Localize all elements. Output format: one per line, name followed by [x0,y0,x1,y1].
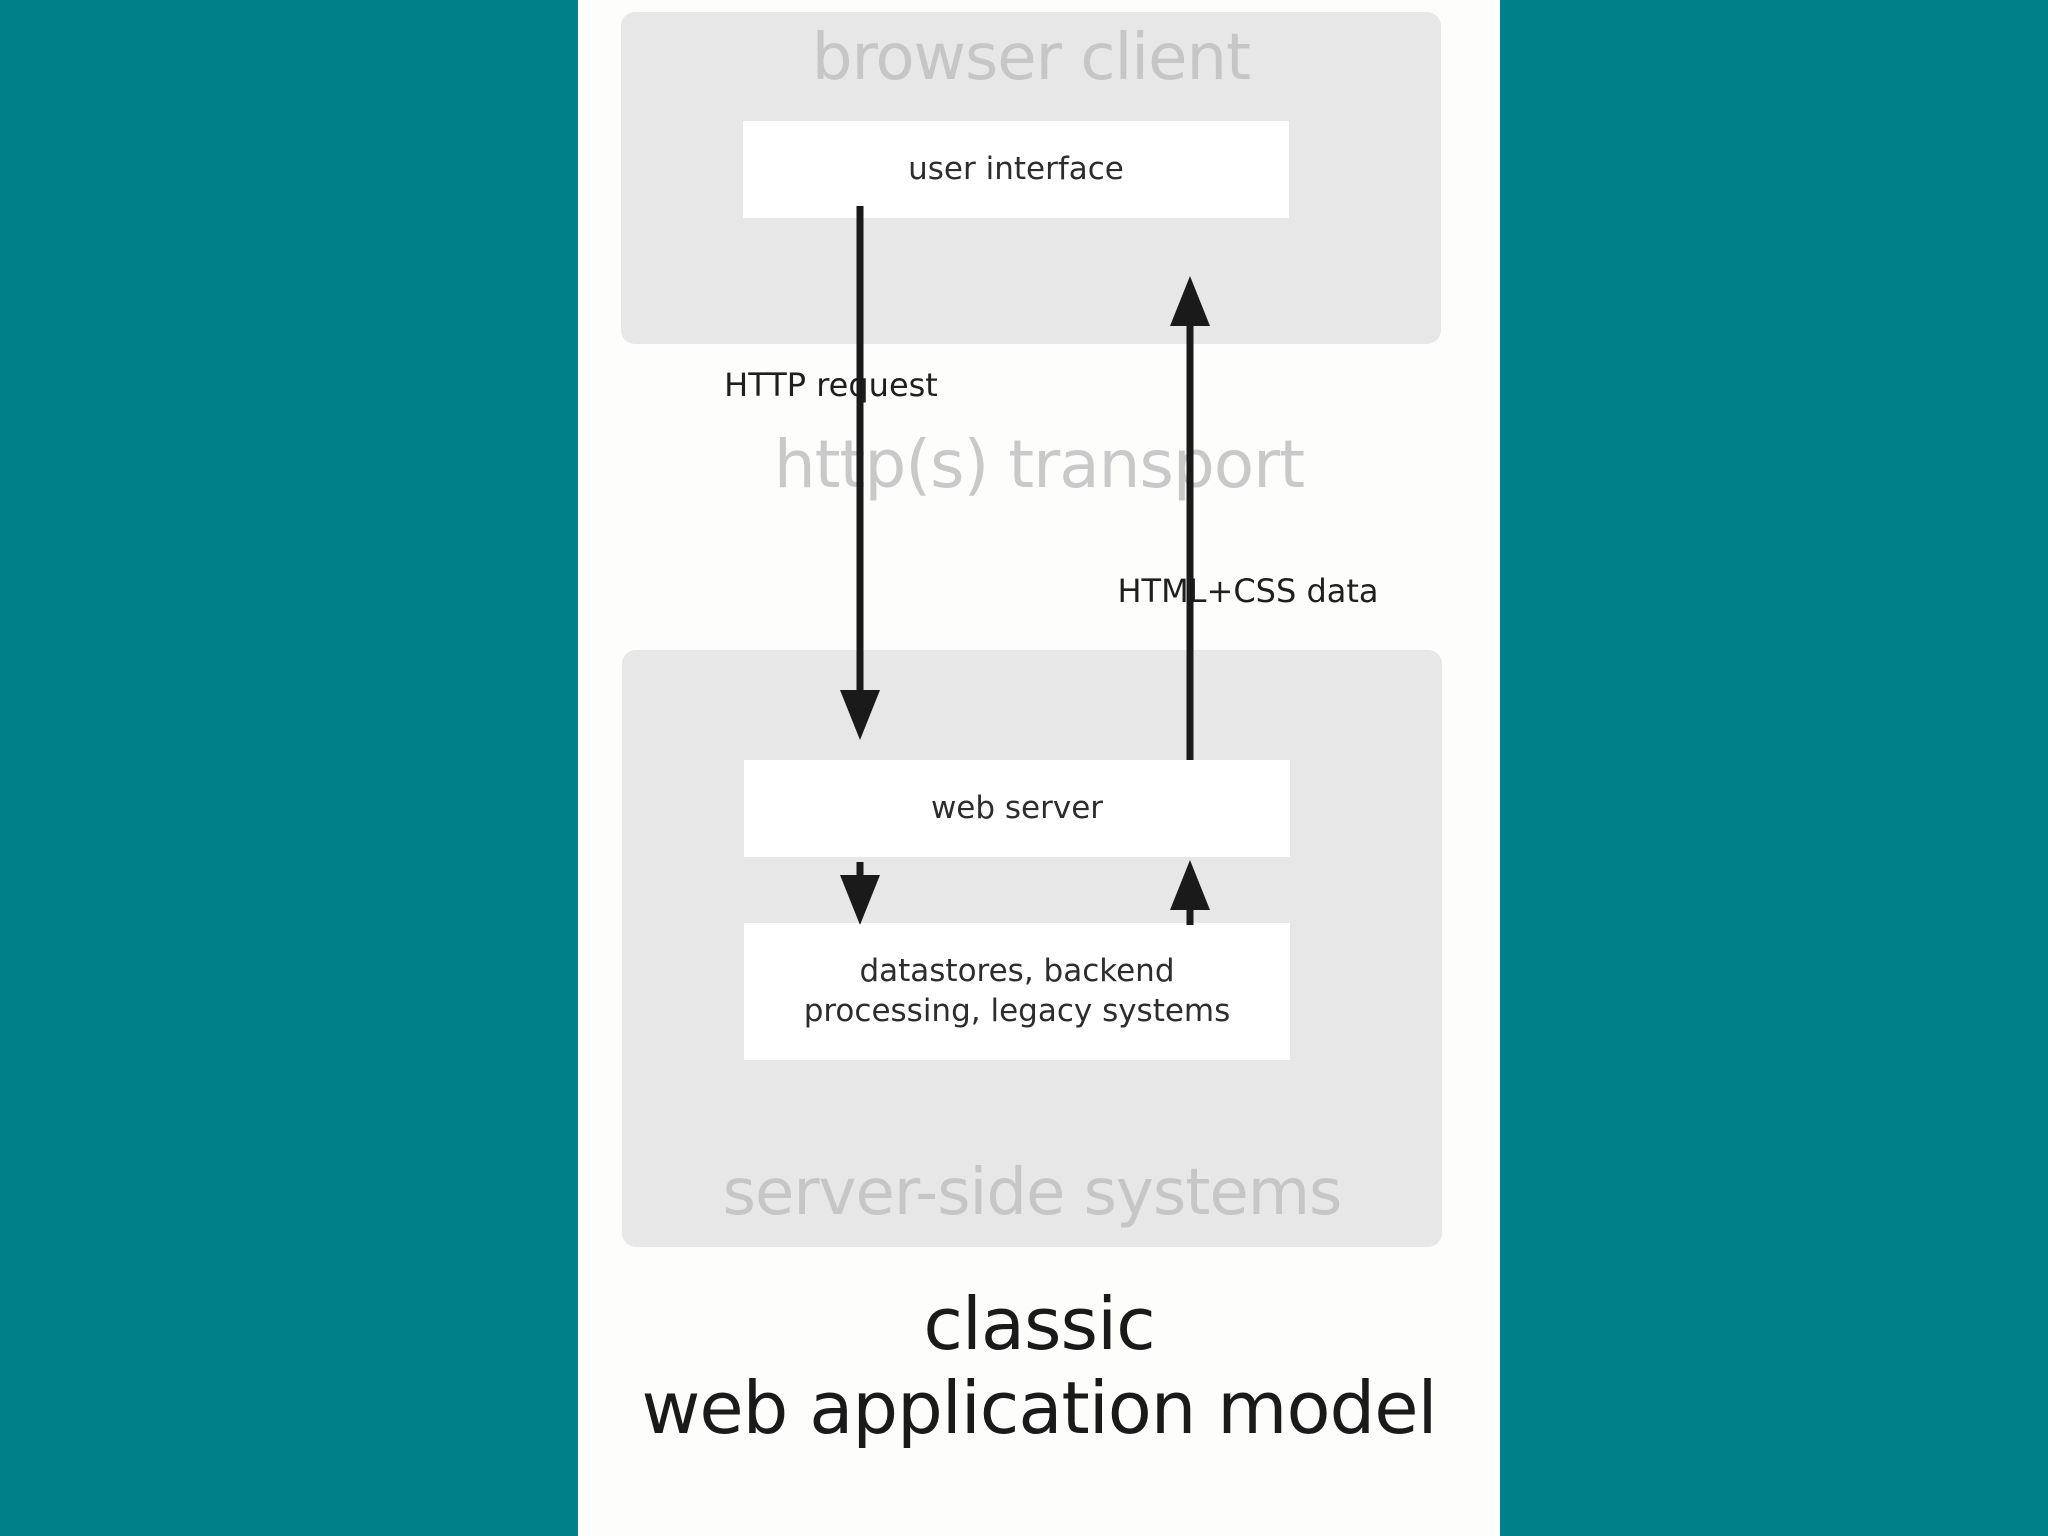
server-side-group: web server datastores, backend processin… [622,650,1442,1247]
transport-caption: http(s) transport [773,426,1305,503]
user-interface-label: user interface [908,150,1124,187]
web-server-box: web server [744,760,1290,857]
figure-panel: browser client user interface HTTP reque… [578,0,1500,1536]
datastores-box: datastores, backend processing, legacy s… [744,923,1290,1060]
browser-client-caption: browser client [811,21,1251,95]
user-interface-box: user interface [743,121,1289,218]
server-side-caption: server-side systems [722,1156,1343,1230]
figure-title-line1: classic [923,1282,1155,1366]
html-css-data-label: HTML+CSS data [1117,572,1379,610]
http-request-label: HTTP request [724,366,938,404]
web-server-label: web server [930,789,1104,826]
datastores-label-line2: processing, legacy systems [803,992,1231,1029]
figure-title: classic web application model [578,1282,1500,1450]
browser-client-group: browser client user interface [621,12,1441,344]
figure-title-line2: web application model [641,1366,1437,1451]
transport-zone: HTTP request http(s) transport HTML+CSS … [578,344,1500,650]
datastores-label: datastores, backend processing, legacy s… [804,952,1231,1031]
datastores-label-line1: datastores, backend [859,952,1175,989]
